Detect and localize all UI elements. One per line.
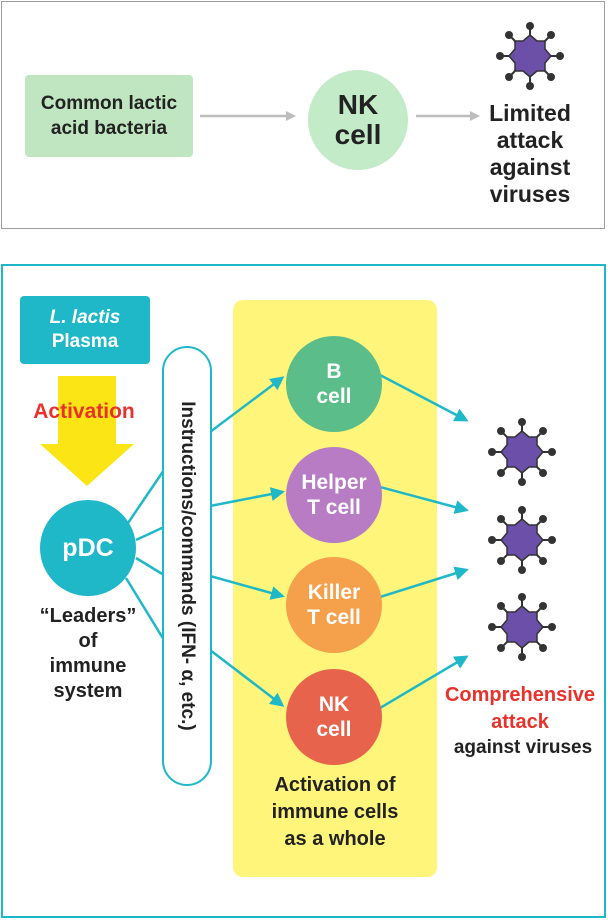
b-cell-line-2: cell: [316, 385, 352, 408]
limited-line-4: viruses: [489, 181, 571, 207]
limited-line-1: Limited: [489, 100, 571, 126]
b-cell-line-1: B: [326, 360, 342, 383]
against-viruses-label: against viruses: [453, 737, 593, 758]
lab-line-1: Common lactic: [40, 93, 178, 114]
killer-line-1: Killer: [307, 581, 361, 604]
nk-line-2: cell: [316, 718, 352, 741]
b-cell-circle: B cell: [286, 336, 382, 432]
comprehensive-attack-label: Comprehensive attack: [440, 682, 600, 736]
instructions-label: Instructions/commands (IFN- α, etc.): [177, 401, 198, 731]
leaders-label: “Leaders” of immune system: [20, 604, 156, 704]
activation-whole-label: Activation of immune cells as a whole: [236, 772, 434, 853]
leaders-line-2: of: [78, 630, 98, 652]
killer-t-cell-circle: Killer T cell: [286, 557, 382, 653]
comp-line-1: Comprehensive: [444, 684, 596, 706]
instructions-band: [162, 346, 212, 786]
limited-line-3: against: [489, 154, 571, 180]
helper-line-2: T cell: [307, 496, 361, 519]
helper-t-cell-circle: Helper T cell: [286, 447, 382, 543]
l-lactis-label: L. lactis: [49, 307, 121, 328]
leaders-line-1: “Leaders”: [39, 605, 137, 627]
l-lactis-plasma-box: L. lactis Plasma: [20, 296, 150, 364]
arrow-to-b-cell: [209, 376, 285, 433]
leaders-line-3: immune: [49, 655, 127, 677]
comp-line-2: attack: [491, 711, 549, 733]
nk-top-line-1: NK: [337, 89, 379, 120]
activation-arrow: [40, 376, 134, 486]
pdc-label: pDC: [62, 533, 114, 562]
bottom-panel: [1, 264, 606, 918]
nk-cell-circle: NK cell: [286, 669, 382, 765]
arrow-to-killer-t: [209, 574, 285, 600]
virus-icon-3: [487, 592, 557, 662]
nk-cell-top: NK cell: [308, 70, 408, 170]
plasma-label: Plasma: [51, 331, 119, 352]
limited-line-2: attack: [496, 127, 564, 153]
activation-label: Activation: [33, 400, 135, 423]
act-whole-line-1: Activation of: [274, 774, 396, 796]
top-panel: [1, 1, 605, 229]
common-lactic-acid-bacteria-box: Common lactic acid bacteria: [25, 75, 193, 157]
virus-icon-2: [487, 505, 557, 575]
arrow-to-helper-t: [209, 487, 285, 508]
limited-attack-label: Limited attack against viruses: [468, 100, 592, 208]
killer-line-2: T cell: [307, 606, 361, 629]
nk-top-line-2: cell: [334, 119, 382, 150]
leaders-line-4: system: [53, 680, 123, 702]
virus-icon-top: [495, 21, 565, 91]
lab-line-2: acid bacteria: [50, 118, 168, 139]
virus-icon-1: [487, 417, 557, 487]
pdc-circle: pDC: [40, 500, 136, 596]
act-whole-line-2: immune cells: [271, 801, 399, 823]
arrow-to-nk-cell: [209, 649, 285, 707]
act-whole-line-3: as a whole: [284, 828, 386, 850]
helper-line-1: Helper: [301, 471, 367, 494]
nk-line-1: NK: [318, 693, 350, 716]
